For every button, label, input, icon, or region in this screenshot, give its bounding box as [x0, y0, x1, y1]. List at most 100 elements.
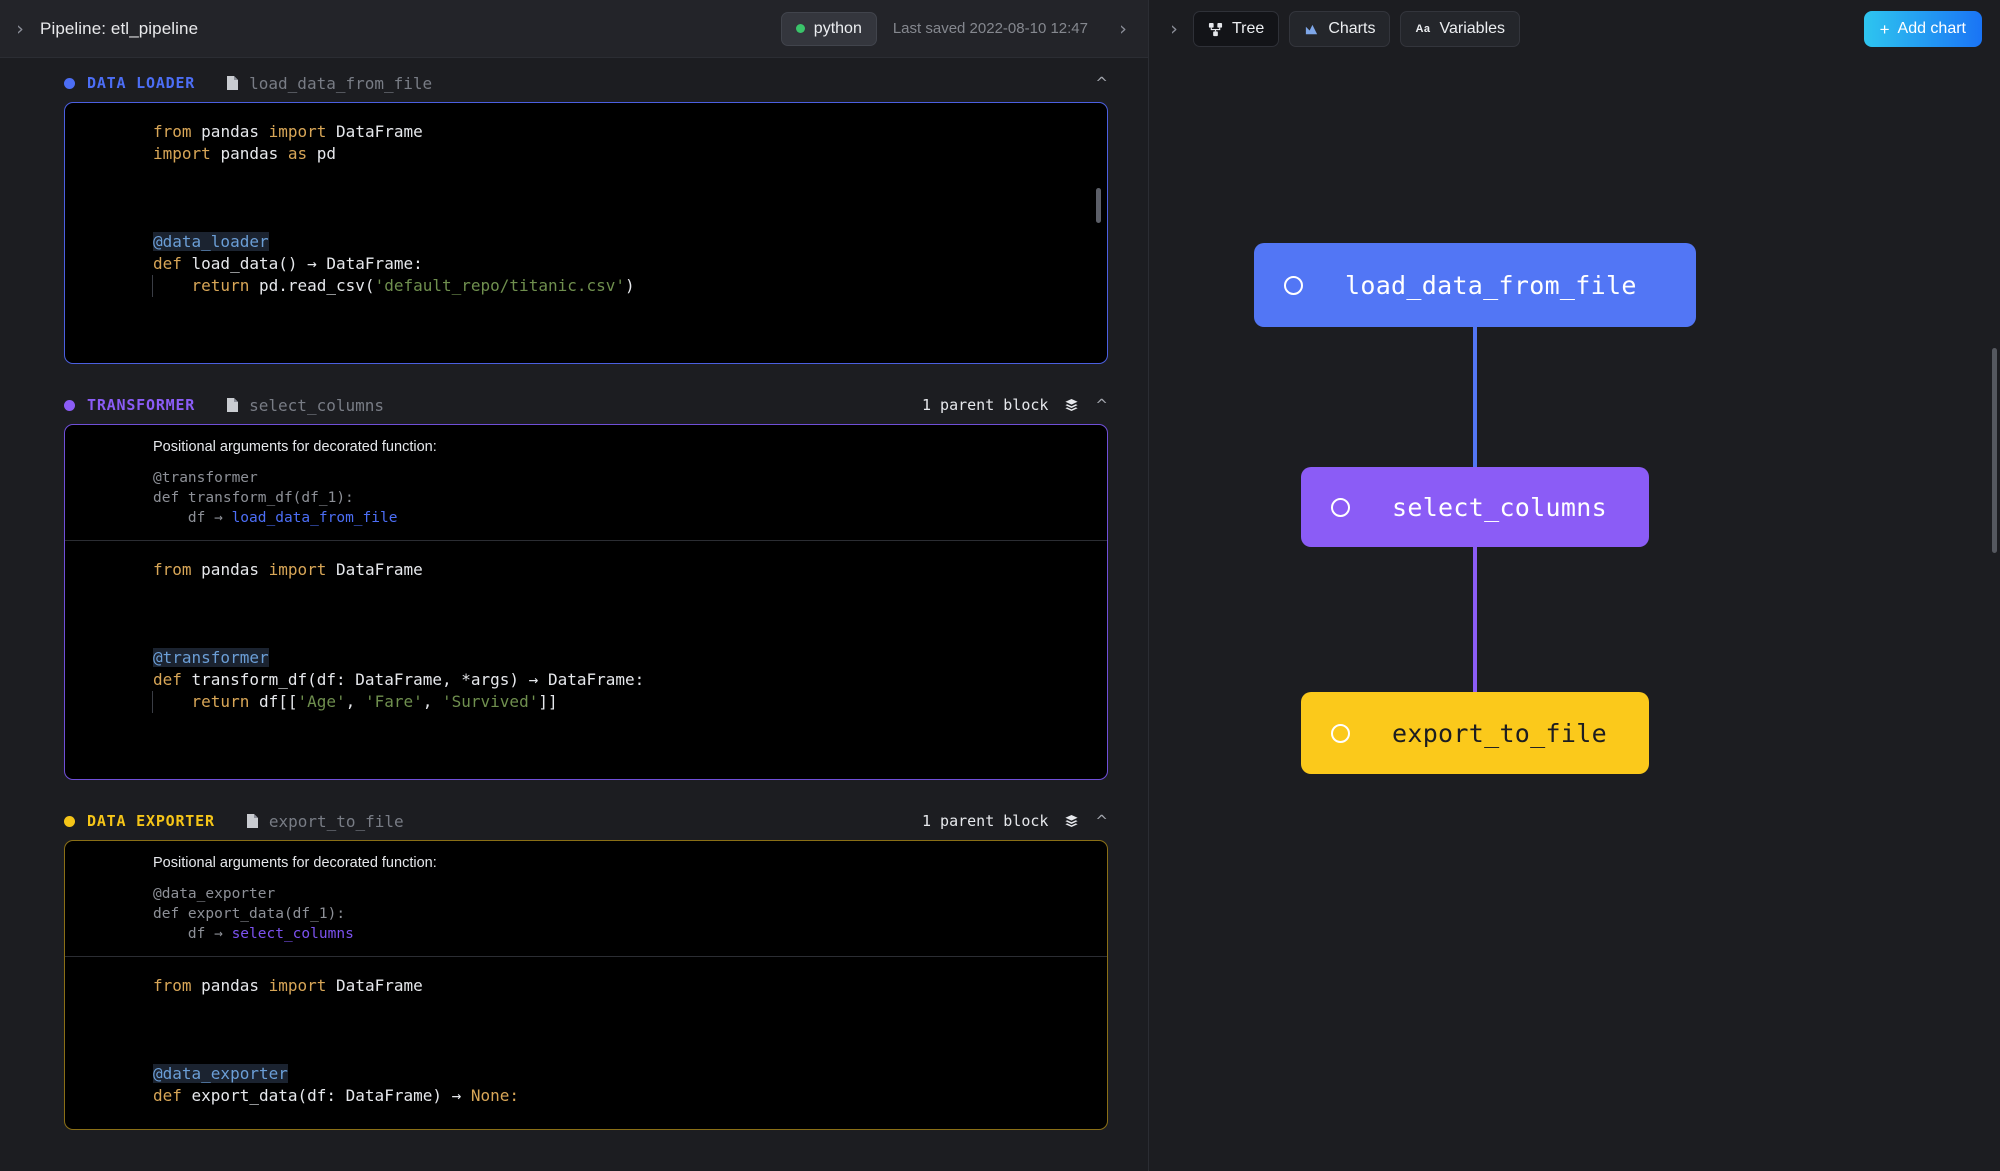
parent-block-count[interactable]: 1 parent block — [921, 812, 1049, 830]
collapse-left-sidebar-icon[interactable]: › — [16, 17, 24, 40]
code-line — [65, 165, 1107, 187]
code-line: def load_data() → DataFrame: — [153, 254, 423, 273]
code-line: return df[['Age', 'Fare', 'Survived']] — [65, 691, 1107, 713]
block-header: TRANSFORMER select_columns 1 parent bloc… — [64, 380, 1108, 424]
block-type-label: DATA EXPORTER — [87, 812, 215, 830]
positional-arguments-panel: Positional arguments for decorated funct… — [65, 425, 1107, 541]
tree-scrollbar[interactable] — [1992, 348, 1997, 553]
tree-icon — [1208, 22, 1223, 37]
edge-loader-to-transformer — [1473, 327, 1477, 467]
node-status-circle-icon — [1331, 497, 1350, 517]
code-line — [65, 209, 1107, 231]
layers-icon[interactable] — [1064, 814, 1079, 829]
tab-charts[interactable]: Charts — [1289, 11, 1391, 47]
parent-block-ref[interactable]: load_data_from_file — [231, 510, 398, 526]
file-icon — [245, 813, 259, 829]
block-header: DATA EXPORTER export_to_file 1 parent bl… — [64, 796, 1108, 840]
tree-node-select-columns[interactable]: select_columns — [1301, 467, 1649, 547]
language-badge[interactable]: python — [780, 11, 877, 46]
code-line: from pandas import DataFrame — [153, 560, 423, 579]
code-line — [65, 603, 1107, 625]
code-line: return pd.read_csv('default_repo/titanic… — [65, 275, 1107, 297]
chevron-up-icon[interactable]: ^ — [1095, 812, 1108, 830]
code-line — [65, 187, 1107, 209]
aa-icon: Aa — [1415, 23, 1431, 35]
parent-block-ref[interactable]: select_columns — [231, 926, 354, 942]
code-line — [65, 735, 1107, 757]
positional-arguments-title: Positional arguments for decorated funct… — [153, 439, 437, 455]
code-line — [65, 997, 1107, 1019]
pipeline-code-pane: › Pipeline: etl_pipeline python Last sav… — [0, 0, 1148, 1171]
block-data-loader: DATA LOADER load_data_from_file ^ from p… — [0, 58, 1148, 364]
file-icon — [225, 397, 239, 413]
code-line: def transform_df(df: DataFrame, *args) →… — [153, 670, 645, 689]
code-line: import pandas as pd — [153, 144, 337, 163]
block-transformer: TRANSFORMER select_columns 1 parent bloc… — [0, 380, 1148, 780]
code-body[interactable]: from pandas import DataFrame import pand… — [65, 103, 1107, 363]
code-body[interactable]: from pandas import DataFrame @transforme… — [65, 541, 1107, 779]
plus-icon: + — [1879, 19, 1890, 39]
code-line — [65, 713, 1107, 735]
block-data-exporter: DATA EXPORTER export_to_file 1 parent bl… — [0, 796, 1148, 1130]
block-name-label[interactable]: load_data_from_file — [249, 73, 433, 93]
expand-right-icon[interactable]: › — [1119, 17, 1127, 40]
tab-tree[interactable]: Tree — [1193, 11, 1280, 47]
code-scrollbar[interactable] — [1096, 188, 1101, 223]
code-line — [65, 581, 1107, 603]
block-name-label[interactable]: export_to_file — [268, 811, 404, 831]
code-line: @data_loader — [153, 232, 269, 251]
block-header-actions: 1 parent block ^ — [922, 396, 1108, 414]
code-line: @transformer — [153, 648, 269, 667]
parent-block-count[interactable]: 1 parent block — [921, 396, 1049, 414]
code-editor-card[interactable]: Positional arguments for decorated funct… — [64, 424, 1108, 780]
positional-line: @transformer — [153, 470, 258, 486]
blocks-list[interactable]: DATA LOADER load_data_from_file ^ from p… — [0, 58, 1148, 1171]
tree-node-load-data-from-file[interactable]: load_data_from_file — [1254, 243, 1696, 327]
block-type-dot — [64, 399, 75, 411]
file-icon — [225, 75, 239, 91]
positional-arguments-title: Positional arguments for decorated funct… — [153, 855, 437, 871]
block-header: DATA LOADER load_data_from_file ^ — [64, 58, 1108, 102]
tree-node-export-to-file[interactable]: export_to_file — [1301, 692, 1649, 774]
positional-arguments-panel: Positional arguments for decorated funct… — [65, 841, 1107, 957]
pipeline-header-right: python Last saved 2022-08-10 12:47 › — [780, 0, 1148, 57]
code-editor-card[interactable]: from pandas import DataFrame import pand… — [64, 102, 1108, 364]
pipeline-tree-pane: › Tree Charts Aa Variables + Add chart — [1148, 0, 2000, 1171]
code-editor-card[interactable]: Positional arguments for decorated funct… — [64, 840, 1108, 1130]
tab-charts-label: Charts — [1328, 20, 1376, 37]
node-status-circle-icon — [1331, 723, 1350, 743]
block-type-dot — [64, 815, 75, 827]
code-line — [65, 625, 1107, 647]
last-saved-text: Last saved 2022-08-10 12:47 — [892, 20, 1088, 37]
collapse-right-pane-icon[interactable]: › — [1170, 18, 1178, 40]
node-status-circle-icon — [1284, 275, 1303, 295]
block-type-label: DATA LOADER — [87, 74, 196, 92]
block-name-label[interactable]: select_columns — [249, 395, 384, 415]
chart-icon — [1304, 22, 1319, 37]
chevron-up-icon[interactable]: ^ — [1095, 74, 1108, 92]
kernel-status-dot — [795, 24, 805, 33]
code-line — [65, 1041, 1107, 1063]
code-line: def export_data(df: DataFrame) → None: — [153, 1086, 520, 1105]
code-body[interactable]: from pandas import DataFrame @data_expor… — [65, 957, 1107, 1129]
code-line — [65, 319, 1107, 341]
layers-icon[interactable] — [1064, 398, 1079, 413]
tree-node-label: select_columns — [1392, 492, 1607, 522]
add-chart-button[interactable]: + Add chart — [1863, 11, 1982, 47]
positional-line: def export_data(df_1): — [153, 906, 346, 922]
code-line: from pandas import DataFrame — [153, 976, 423, 995]
code-line — [65, 1019, 1107, 1041]
code-line: @data_exporter — [153, 1064, 288, 1083]
edge-transformer-to-exporter — [1473, 547, 1477, 692]
positional-line: df → load_data_from_file — [153, 510, 398, 526]
tree-node-label: export_to_file — [1392, 718, 1607, 748]
pipeline-header: › Pipeline: etl_pipeline python Last sav… — [0, 0, 1148, 58]
positional-line: @data_exporter — [153, 886, 276, 902]
tab-variables[interactable]: Aa Variables — [1400, 11, 1521, 47]
tree-node-label: load_data_from_file — [1345, 270, 1637, 300]
add-chart-label: Add chart — [1897, 20, 1966, 37]
pipeline-tree-canvas[interactable]: load_data_from_file select_columns expor… — [1149, 58, 2000, 1171]
chevron-up-icon[interactable]: ^ — [1095, 396, 1108, 414]
tree-pane-header: › Tree Charts Aa Variables + Add chart — [1149, 0, 2000, 58]
